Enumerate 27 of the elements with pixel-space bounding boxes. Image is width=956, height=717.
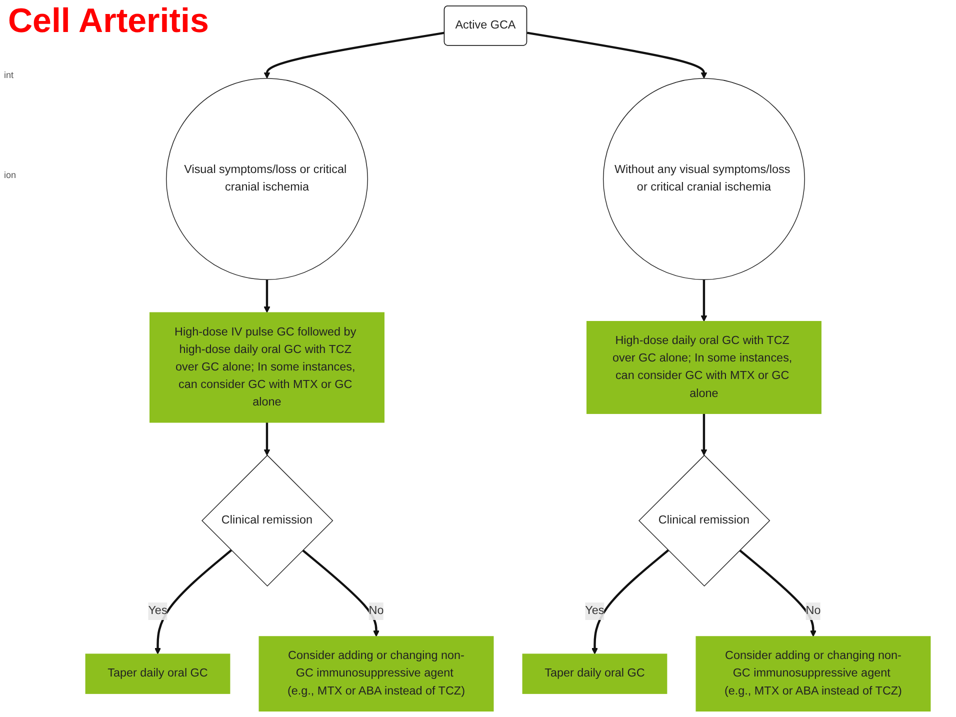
arrow bbox=[526, 32, 708, 79]
node-box: Consider adding or changing non-GC immunosuppressive agent (e.g., MTX or ABA instead of TCZ) bbox=[258, 636, 494, 712]
node-diamond: Clinical remission bbox=[638, 454, 770, 586]
arrow bbox=[264, 280, 270, 313]
edge-label: Yes bbox=[585, 604, 604, 618]
edge-label: Yes bbox=[148, 604, 168, 618]
arrow bbox=[154, 549, 232, 654]
arrow bbox=[592, 549, 669, 654]
text-fragment: ion bbox=[4, 170, 16, 180]
node-box: High-dose IV pulse GC followed by high-dose daily oral GC with TCZ over GC alone; In some instances, can consider GC with MTX or GC alone bbox=[150, 312, 384, 423]
arrow bbox=[700, 280, 708, 322]
arrow bbox=[738, 549, 816, 637]
arrow bbox=[302, 549, 380, 637]
node-box: Taper daily oral GC bbox=[522, 654, 668, 694]
node-diamond: Clinical remission bbox=[202, 454, 334, 586]
arrow bbox=[700, 414, 708, 456]
title: Cell Arteritis bbox=[8, 2, 209, 41]
node-box: High-dose daily oral GC with TCZ over GC alone; In some instances, can consider GC with MTX or GC alone bbox=[586, 321, 822, 414]
node-box: Taper daily oral GC bbox=[85, 654, 230, 694]
node-circle: Visual symptoms/loss or critical cranial ischemia bbox=[166, 78, 368, 280]
edge-label: No bbox=[368, 604, 384, 618]
arrow bbox=[264, 32, 445, 79]
node-box: Consider adding or changing non-GC immunosuppressive agent (e.g., MTX or ABA instead of TCZ) bbox=[696, 636, 931, 712]
text-fragment: int bbox=[4, 70, 15, 80]
edge-label: No bbox=[806, 604, 821, 618]
arrow bbox=[264, 422, 270, 456]
node-circle: Without any visual symptoms/loss or critical cranial ischemia bbox=[602, 78, 805, 280]
